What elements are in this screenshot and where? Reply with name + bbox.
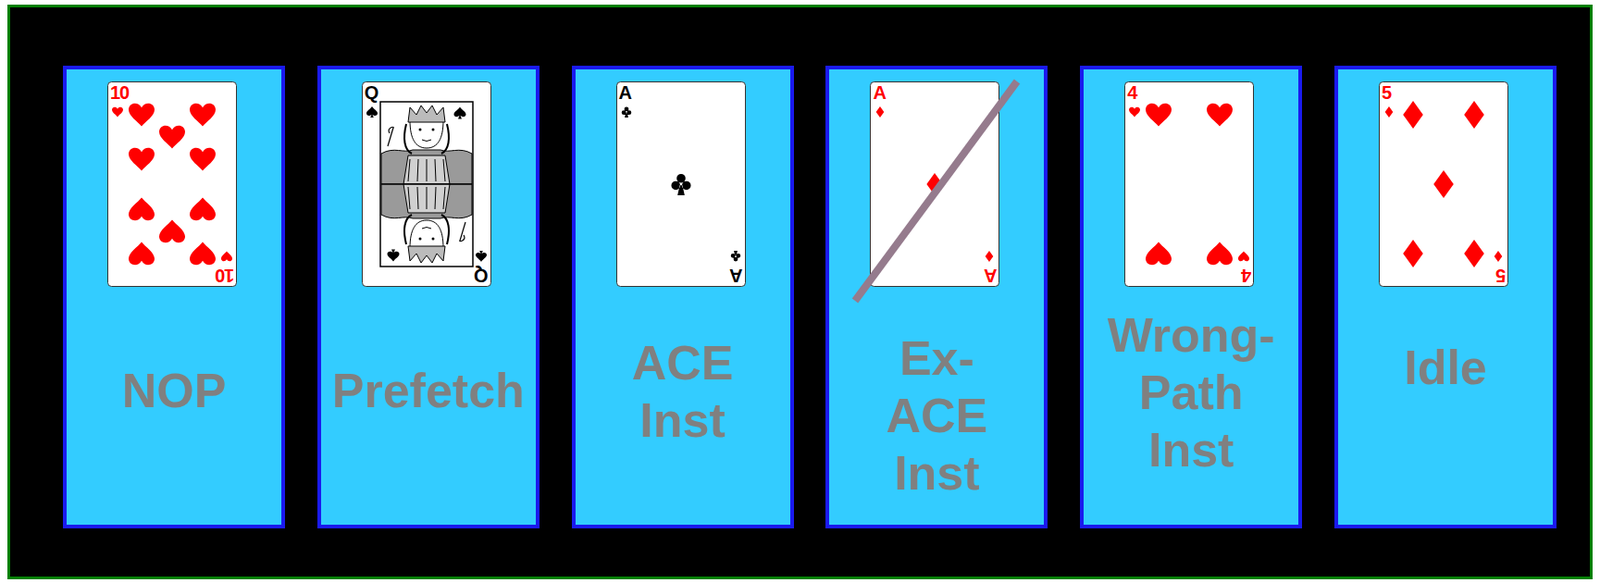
diamond-pip	[1402, 100, 1424, 129]
spade-pip	[386, 249, 399, 262]
card-outline	[1125, 82, 1254, 287]
card-outline	[616, 82, 745, 287]
diamond-pip	[1433, 170, 1454, 199]
heart-pip	[1206, 103, 1233, 127]
playing-card: AA	[869, 81, 1000, 287]
category-label: Ex-ACE Inst	[885, 329, 988, 502]
heart-pip	[128, 148, 155, 172]
category-panel: 55Idle	[1334, 65, 1557, 529]
heart-pip	[128, 197, 155, 221]
card-outline	[1379, 82, 1509, 287]
card-face	[361, 81, 492, 287]
heart-pip	[1145, 241, 1172, 265]
heart-pip	[111, 107, 124, 118]
card-outline	[361, 82, 491, 287]
club-pip	[670, 173, 691, 196]
diamond-pip	[985, 250, 994, 262]
playing-card: AA	[616, 81, 746, 287]
heart-pip	[159, 219, 186, 243]
heart-pip	[221, 251, 233, 262]
card-rank: A	[984, 266, 997, 286]
card-face	[107, 81, 237, 287]
card-rank: 10	[110, 83, 129, 102]
category-panel: 44Wrong-Path Inst	[1079, 65, 1303, 529]
heart-pip	[159, 125, 186, 149]
category-label: Prefetch	[332, 361, 525, 420]
heart-pip	[189, 197, 216, 221]
playing-card: 55	[1378, 81, 1509, 287]
card-rank: 5	[1496, 266, 1506, 286]
card-rank: A	[619, 83, 632, 102]
card-rank: 5	[1381, 83, 1391, 102]
diamond-pip	[1385, 106, 1394, 118]
diamond-pip	[1494, 250, 1503, 262]
category-label: NOP	[122, 361, 227, 420]
spade-pip	[453, 107, 466, 120]
playing-card: QQ	[361, 81, 492, 287]
heart-pip	[189, 148, 216, 172]
playing-card: 10 10	[107, 81, 237, 287]
card-rank: A	[872, 83, 885, 102]
diamond-pip	[1463, 239, 1485, 268]
queen-figure	[380, 101, 473, 267]
heart-pip	[1238, 251, 1250, 262]
heart-pip	[189, 103, 216, 127]
heart-pip	[1206, 241, 1233, 265]
category-label: ACE Inst	[632, 334, 734, 449]
spade-pip	[366, 106, 378, 118]
card-face	[616, 81, 746, 287]
card-rank: 4	[1127, 83, 1137, 102]
category-label: Wrong-Path Inst	[1107, 306, 1276, 479]
heart-pip	[1145, 103, 1172, 127]
category-panel: QQPrefetch	[317, 65, 540, 529]
card-face	[1378, 81, 1509, 287]
card-rank: Q	[364, 83, 379, 102]
heart-pip	[1128, 107, 1141, 118]
card-face	[1124, 81, 1254, 287]
diamond-pip	[876, 106, 885, 118]
card-rank: A	[730, 266, 743, 286]
heart-pip	[128, 241, 155, 265]
card-rank: 10	[215, 266, 235, 286]
card-face	[869, 81, 1000, 287]
diamond-pip	[1463, 100, 1485, 129]
club-pip	[730, 250, 741, 262]
category-panel: AAACE Inst	[571, 65, 794, 529]
category-panel: 10 10NOP	[62, 65, 286, 529]
card-rank: Q	[474, 266, 489, 286]
playing-card: 44	[1124, 81, 1254, 287]
card-outline	[108, 82, 237, 287]
strike-through-line	[855, 81, 1018, 301]
heart-pip	[189, 241, 216, 265]
category-panel: AAEx-ACE Inst	[825, 65, 1048, 529]
card-rank: 4	[1241, 266, 1252, 286]
diamond-pip	[1402, 239, 1424, 268]
club-pip	[620, 106, 632, 118]
heart-pip	[128, 103, 155, 127]
spade-pip	[475, 250, 487, 262]
category-label: Idle	[1403, 338, 1488, 397]
